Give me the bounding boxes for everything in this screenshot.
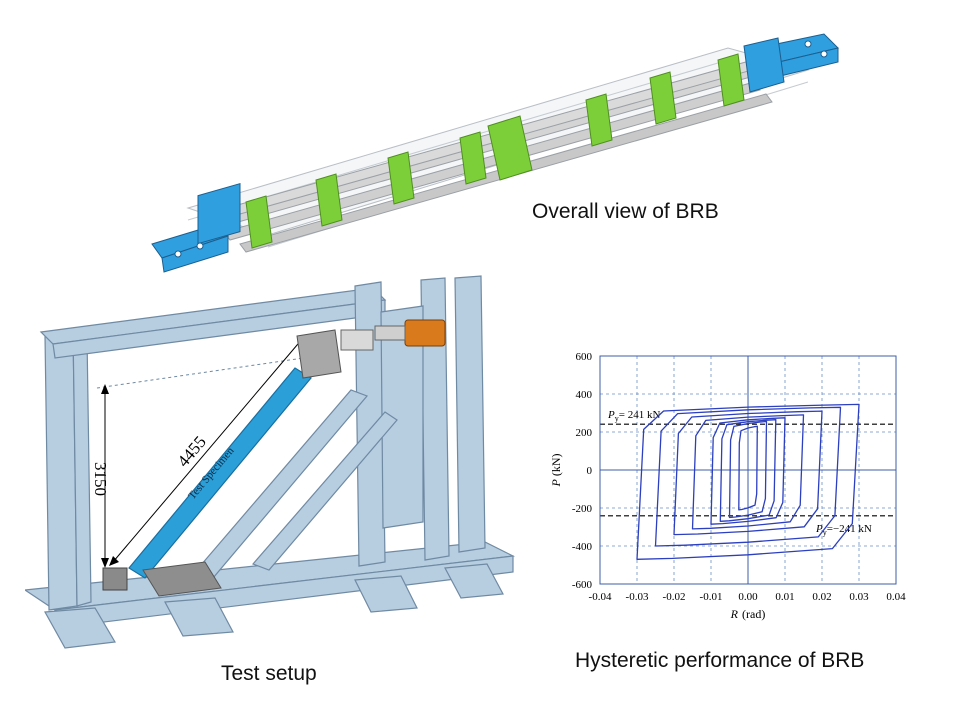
hysteresis-loop [728, 420, 768, 519]
x-tick-label: 0.04 [886, 591, 906, 603]
caption-test-setup: Test setup [221, 662, 317, 685]
y-tick-labels: 600 400 200 0 -200 -400 -600 [572, 351, 593, 591]
hysteresis-loop [636, 403, 860, 560]
hysteresis-loop [738, 425, 758, 511]
x-tick-label: 0.01 [775, 591, 794, 603]
plot-frame [599, 355, 897, 585]
hysteresis-loops [636, 403, 860, 560]
y-tick-label: 200 [576, 427, 593, 439]
end-connection-right [743, 33, 839, 93]
x-tick-label: 0.03 [849, 591, 869, 603]
x-tick-label: -0.02 [663, 591, 686, 603]
hysteresis-loop [673, 410, 823, 536]
reaction-frame [25, 275, 516, 649]
x-tick-label: -0.01 [700, 591, 723, 603]
hysteresis-loop [710, 417, 786, 525]
dimension-length-label: 4455 [174, 432, 210, 470]
y-tick-label: 400 [576, 389, 593, 401]
green-stiffeners [245, 53, 745, 249]
end-connection-left [151, 182, 241, 273]
x-tick-label: -0.03 [626, 591, 649, 603]
x-axis-label: R(rad) [730, 607, 766, 621]
hysteresis-loop [691, 414, 805, 530]
y-tick-label: -200 [572, 503, 593, 515]
x-tick-label: -0.04 [589, 591, 612, 603]
y-axis-label: P(kN) [549, 453, 563, 487]
test-specimen-brace [128, 367, 312, 579]
actuator [340, 319, 446, 351]
brb-overall-model [151, 33, 839, 273]
test-setup-drawing: 4455 3150 Test Specimen [25, 275, 516, 649]
yield-label: Py=−241 kN [815, 523, 872, 537]
caption-overall-view: Overall view of BRB [532, 200, 719, 223]
dimension-height-label: 3150 [91, 462, 110, 496]
x-tick-labels: -0.04 -0.03 -0.02 -0.01 0.00 0.01 0.02 0.03 0.04 [589, 591, 907, 603]
y-tick-label: 0 [587, 465, 593, 477]
y-tick-label: -600 [572, 579, 593, 591]
x-tick-label: 0.00 [738, 591, 758, 603]
caption-hysteretic-performance: Hysteretic performance of BRB [575, 649, 865, 672]
x-tick-label: 0.02 [812, 591, 831, 603]
yield-label: Py= 241 kN [607, 409, 660, 423]
y-tick-label: -400 [572, 541, 593, 553]
y-tick-label: 600 [576, 351, 593, 363]
hysteresis-loop [654, 406, 842, 547]
chart-grid [599, 355, 897, 585]
hysteresis-loop [719, 419, 777, 522]
